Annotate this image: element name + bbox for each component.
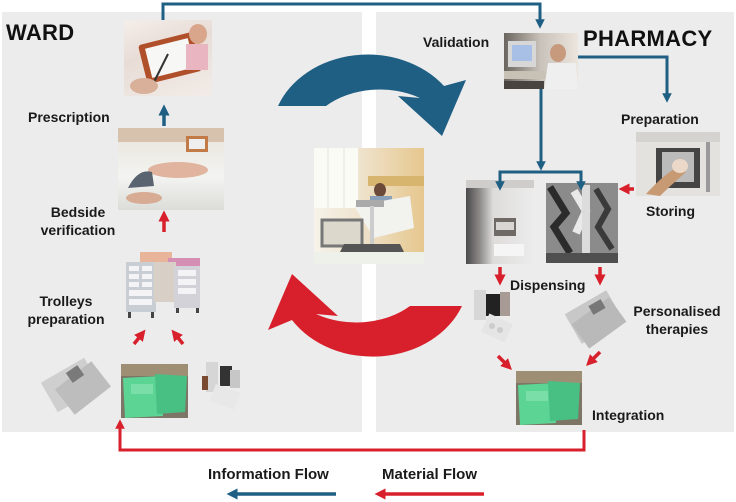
pharmacy-title: PHARMACY [583,26,713,51]
info-arrow-to-dispenser-1 [495,170,541,191]
medications-image [202,362,241,410]
legend-material-flow: Material Flow [382,466,478,483]
prescription-photo [124,20,212,96]
label-storing: Storing [646,203,695,219]
green-bins-image-2 [516,371,582,425]
sheets-image [40,357,111,415]
trolleys-image [126,252,200,318]
label-bedside-verification: Bedside verification [40,204,116,238]
material-arrow-integration-to-ward [115,419,586,452]
green-bins-image [121,364,188,418]
robot-dispenser-image [546,185,618,263]
ward-title: WARD [6,20,75,45]
personalised-therapies-photo [560,290,632,350]
ward-bins-photo [121,364,188,418]
label-prescription: Prescription [28,109,110,125]
bedside-verification-photo [118,128,224,210]
patient-bed-photo [314,148,424,264]
material-arrow-therapies-to-integration [586,350,602,366]
laminar-hood-image [636,132,720,196]
dispensing-machine-photo-2 [546,183,618,263]
label-preparation: Preparation [621,111,699,127]
therapy-sheets-image [564,290,627,349]
ward-medications-photo [200,352,248,416]
label-dispensing: Dispensing [510,277,586,293]
tablet-image [130,24,208,94]
material-arrow-bins-to-trolleys-left [132,329,146,346]
legend-information-flow: Information Flow [208,466,329,483]
info-arrow-prescription-to-validation [161,2,545,29]
material-arrow-meds-to-integration [496,354,512,370]
label-validation: Validation [423,34,490,50]
trolleys-photo [124,248,208,320]
bedside-image [118,128,224,204]
material-arrow-bins-to-trolleys-right [171,329,185,346]
computer-workstation-image [504,41,578,89]
big-material-cycle-arrow [268,274,462,357]
drug-packages-image [470,290,514,350]
label-trolleys-preparation: Trolleys preparation [27,293,105,327]
big-information-cycle-arrow [278,54,466,136]
preparation-photo [636,132,720,196]
integration-bins-photo [516,371,582,425]
prescription-sheets-photo [38,350,118,416]
info-arrow-validation-to-preparation [578,55,672,103]
hospital-bed-image [314,148,424,264]
validation-photo [504,33,578,89]
label-personalised-therapies: Personalised therapies [633,303,721,337]
dispensed-medications-photo [470,288,526,352]
info-arrow-to-dispenser-2 [541,170,586,191]
label-integration: Integration [592,407,665,423]
